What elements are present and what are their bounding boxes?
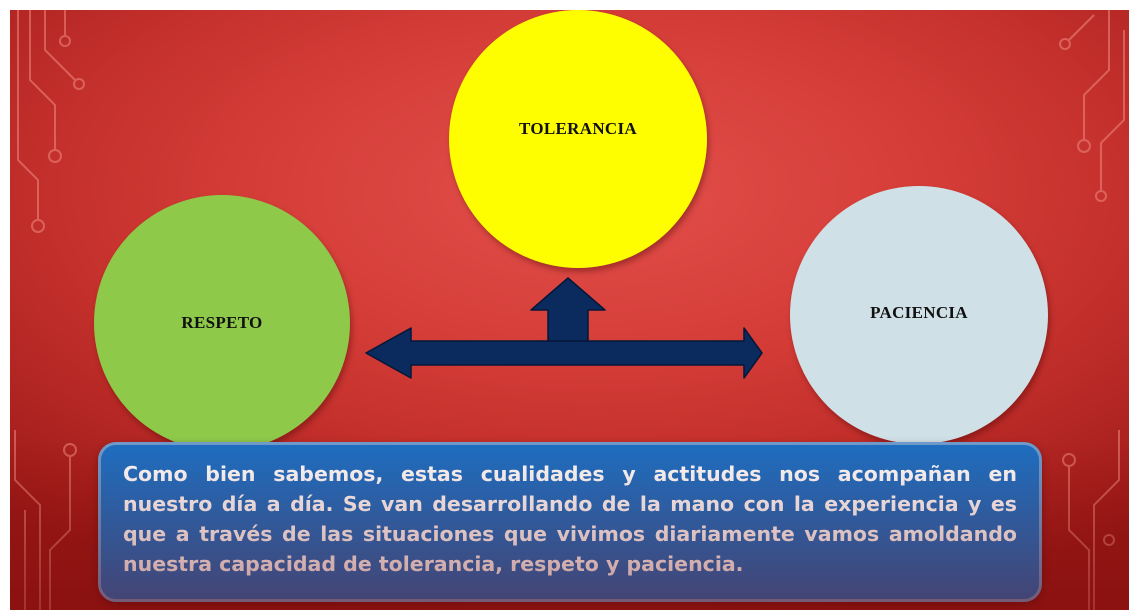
paciencia-label: PACIENCIA [870,303,968,322]
tolerancia-label: TOLERANCIA [519,119,637,138]
caption-box: Como bien sabemos, estas cualidades y ac… [98,442,1042,602]
circuit-decoration-right [1059,10,1125,610]
respeto-circle: RESPETO [94,195,350,451]
circuit-decoration-left [14,10,85,610]
tolerancia-circle: TOLERANCIA [449,10,707,268]
slide-background: TOLERANCIA RESPETO PACIENCIA Como bien s… [10,10,1129,610]
respeto-label: RESPETO [181,313,263,332]
caption-text: Como bien sabemos, estas cualidades y ac… [123,462,1017,576]
up-arrow [530,277,606,342]
paciencia-circle: PACIENCIA [790,186,1048,444]
double-headed-arrow [365,327,763,379]
